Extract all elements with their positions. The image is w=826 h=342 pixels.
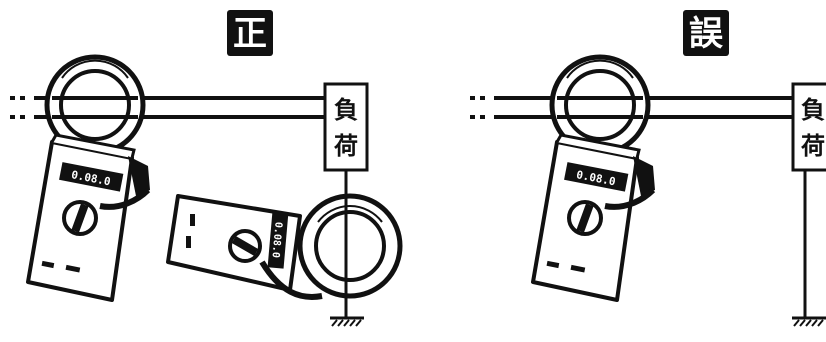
clamp-meter-both-wires-2: 0.08.0 bbox=[531, 54, 656, 302]
wrong-badge: 誤 bbox=[683, 10, 729, 56]
wrong-panel: 誤 負 荷 bbox=[470, 10, 826, 327]
clamp-meter-ground-wire: 0.08.0 bbox=[166, 193, 403, 300]
clamp-meter-both-wires: 0.08.0 bbox=[26, 54, 151, 302]
load-box-2: 負 荷 bbox=[791, 82, 826, 172]
correct-panel: 正 負 荷 bbox=[10, 10, 403, 327]
meter-display-2: 0.08.0 bbox=[269, 221, 283, 258]
ground-symbol-2 bbox=[792, 316, 826, 327]
correct-badge: 正 bbox=[227, 10, 273, 56]
correct-badge-label: 正 bbox=[233, 14, 267, 54]
load-label-char-2: 荷 bbox=[334, 132, 358, 160]
load-label-char-1: 負 bbox=[801, 96, 825, 124]
wrong-badge-label: 誤 bbox=[689, 14, 723, 54]
load-label-char-1: 負 bbox=[334, 96, 358, 124]
load-box: 負 荷 bbox=[323, 82, 369, 172]
load-label-char-2: 荷 bbox=[801, 132, 825, 160]
ground-symbol bbox=[330, 316, 364, 327]
